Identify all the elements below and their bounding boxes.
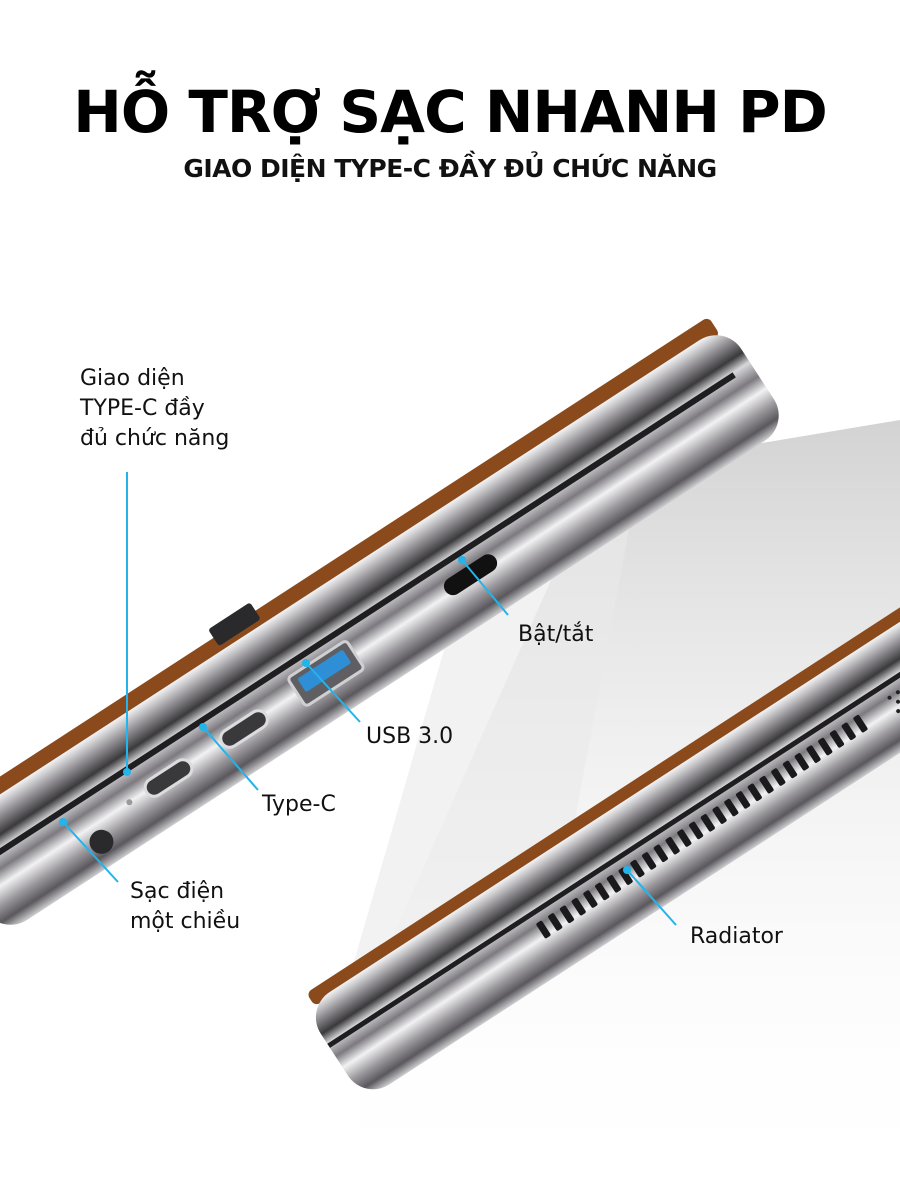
callout-lines: [62, 472, 677, 926]
speaker-grille-icon: [887, 690, 900, 714]
typec-port-1-icon: [143, 758, 194, 798]
callout-power: Bật/tắt: [518, 622, 594, 647]
callout-usb: USB 3.0: [366, 724, 454, 749]
radiator-vents-icon: [536, 715, 868, 939]
callout-dots: [59, 556, 631, 874]
dc-jack-icon: [89, 829, 114, 854]
callout-typec: Type-C: [262, 792, 336, 817]
power-button-icon: [443, 554, 498, 596]
device-lower: [308, 603, 900, 1090]
callout-radiator: Radiator: [690, 924, 783, 949]
callout-dc: Sạc điện một chiều: [130, 879, 241, 934]
typec-port-2-icon: [219, 709, 269, 749]
callout-typec-full: Giao diện TYPE-C đầy đủ chức năng: [80, 366, 230, 451]
page-title: HỖ TRỢ SẠC NHANH PD: [73, 78, 827, 146]
page-subtitle: GIAO DIỆN TYPE-C ĐẦY ĐỦ CHỨC NĂNG: [183, 154, 717, 183]
